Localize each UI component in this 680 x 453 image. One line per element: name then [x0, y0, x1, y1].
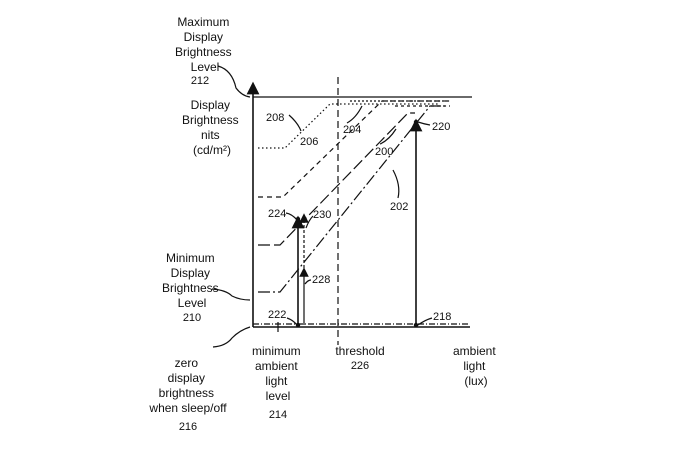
ref-222: 222 — [268, 309, 286, 321]
threshold-ref: 226 — [351, 360, 369, 372]
point-222 — [295, 322, 301, 328]
y-axis-label: Display Brightness nits (cd/m²) — [182, 98, 242, 157]
ref-202: 202 — [390, 201, 408, 213]
ref-220: 220 — [432, 121, 450, 133]
ref-200: 200 — [375, 146, 393, 158]
zero-brightness-label: zero display brightness when sleep/off — [148, 356, 227, 415]
curve-206 — [258, 103, 440, 149]
leader-206 — [288, 114, 302, 132]
x-axis-label: ambient light (lux) — [453, 344, 499, 388]
point-220 — [413, 119, 419, 125]
leader-230 — [305, 215, 314, 229]
point-224 — [295, 216, 301, 222]
leader-220 — [417, 121, 431, 126]
leader-202 — [392, 169, 400, 199]
threshold-label: threshold — [335, 344, 384, 358]
leader-228 — [304, 279, 312, 285]
ref-206: 206 — [300, 136, 318, 148]
leader-218 — [417, 317, 433, 326]
leader-222 — [286, 317, 298, 326]
point-218 — [413, 322, 419, 328]
leader-224 — [285, 212, 298, 221]
min-ambient-ref: 214 — [269, 409, 287, 421]
curve-200 — [258, 112, 415, 246]
ref-230: 230 — [313, 209, 331, 221]
max-ref: 212 — [191, 75, 209, 87]
leader-200 — [379, 128, 397, 145]
max-brightness-label: Maximum Display Brightness Level — [175, 15, 235, 74]
ref-218: 218 — [433, 311, 451, 323]
leader-210 — [211, 288, 251, 301]
min-ref: 210 — [183, 312, 201, 324]
curve-204 — [258, 100, 450, 198]
zero-ref: 216 — [179, 421, 197, 433]
leader-204 — [346, 105, 363, 124]
ref-204: 204 — [343, 124, 361, 136]
min-brightness-label: Minimum Display Brightness Level — [162, 251, 222, 310]
min-ambient-label: minimum ambient light level — [252, 344, 304, 403]
ref-228: 228 — [312, 274, 330, 286]
ref-208: 208 — [266, 112, 284, 124]
ref-224: 224 — [268, 208, 286, 220]
leader-216 — [212, 326, 251, 348]
leader-212 — [217, 65, 251, 98]
